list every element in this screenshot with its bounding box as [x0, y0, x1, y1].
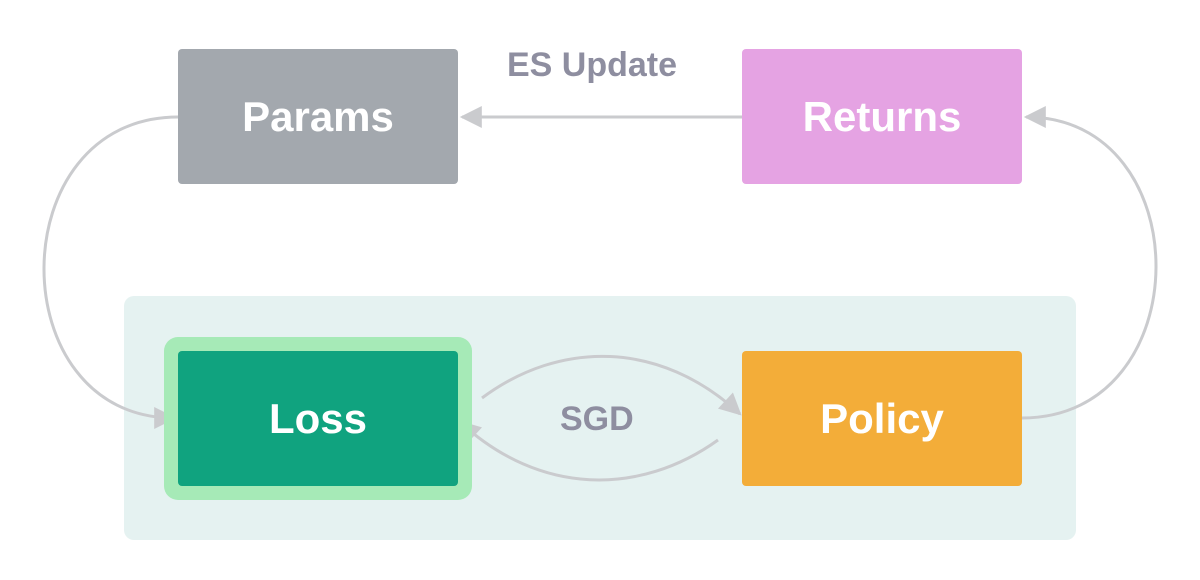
- loss-node: Loss: [178, 351, 458, 486]
- es-update-label: ES Update: [507, 46, 678, 84]
- params-node: Params: [178, 49, 458, 184]
- loss-label: Loss: [268, 394, 368, 442]
- sgd-label: SGD: [560, 400, 634, 438]
- loss-to-policy-edge: [481, 354, 742, 416]
- policy-to-loss-edge: [458, 420, 719, 482]
- policy-to-returns-edge: [1021, 106, 1158, 420]
- params-label: Params: [242, 92, 394, 140]
- params-to-loss-edge: [42, 115, 179, 429]
- returns-label: Returns: [802, 92, 962, 140]
- returns-node: Returns: [742, 49, 1022, 184]
- policy-node: Policy: [742, 351, 1022, 486]
- policy-label: Policy: [820, 394, 944, 442]
